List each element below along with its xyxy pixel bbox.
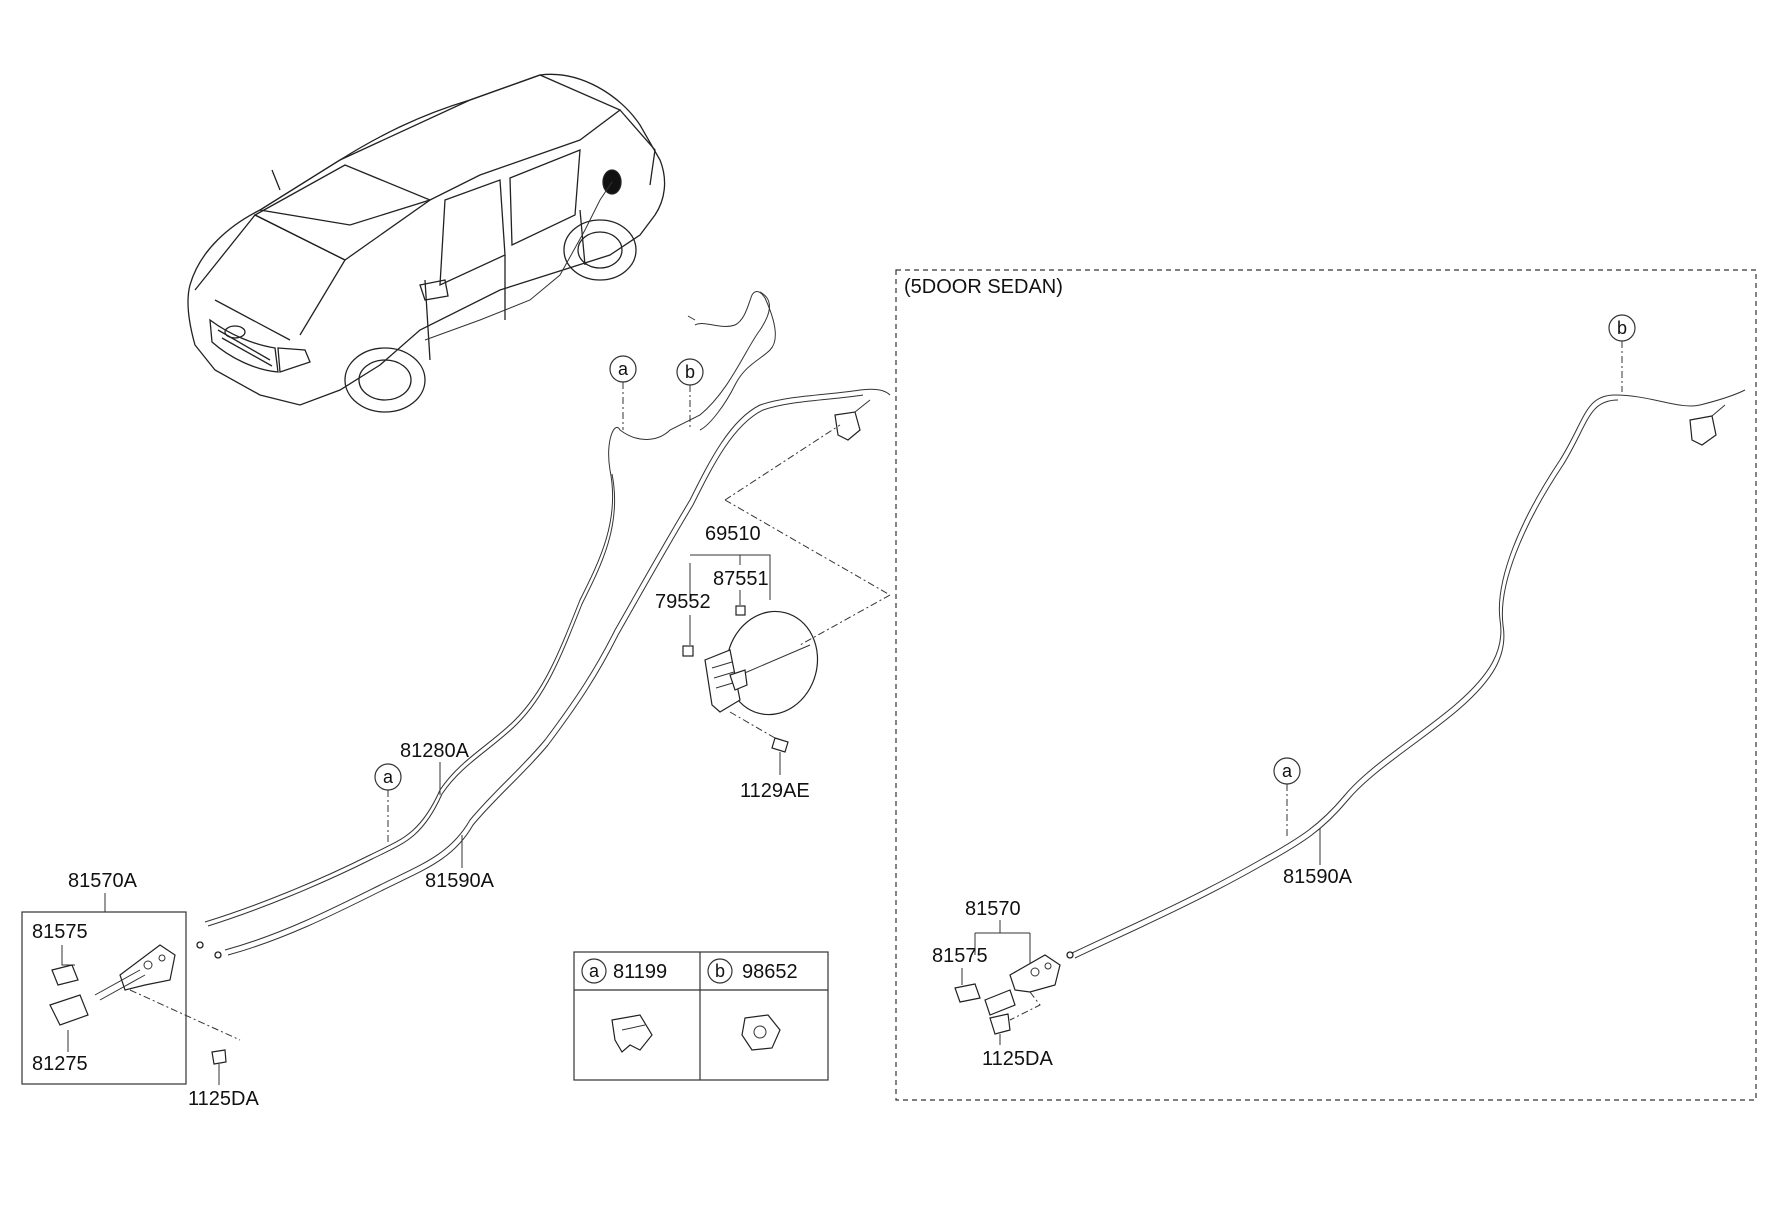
latch-box-left — [21, 911, 187, 1085]
label-1125DA-right: 1125DA — [982, 1048, 1053, 1070]
legend-a-part: 81199 — [613, 961, 667, 983]
legend-table: a 81199 b 98652 — [573, 951, 829, 1081]
svg-text:a: a — [1282, 761, 1293, 781]
label-81575-left: 81575 — [32, 921, 88, 943]
car-illustration — [187, 73, 666, 413]
lever-cap-81575-right — [954, 983, 981, 1003]
latch-assembly-left: 81570A 81575 81275 1125DA — [21, 870, 259, 1110]
fuel-door-housing — [704, 649, 741, 713]
clip-98652 — [741, 1014, 781, 1051]
clip-81199 — [611, 1014, 653, 1053]
lever-cap-81575 — [51, 964, 79, 986]
label-81590A-right: 81590A — [1283, 866, 1353, 888]
cable-81280A — [204, 291, 770, 927]
svg-text:a: a — [618, 359, 629, 379]
svg-text:b: b — [1617, 318, 1627, 338]
handle-81275 — [49, 994, 89, 1026]
label-79552: 79552 — [655, 591, 711, 613]
cable-81590A — [224, 388, 891, 956]
label-81280A: 81280A — [400, 740, 470, 762]
bolt-1125DA-left — [211, 1049, 227, 1065]
sedan-title: (5DOOR SEDAN) — [904, 276, 1063, 298]
latch-body-right — [1009, 954, 1061, 993]
legend-b-part: 98652 — [742, 961, 798, 983]
callout-b-top: b — [676, 358, 704, 430]
label-81570: 81570 — [965, 898, 1021, 920]
latch-body-left — [119, 944, 176, 991]
cable-top-short — [687, 291, 776, 431]
label-87551: 87551 — [713, 568, 769, 590]
label-81570A: 81570A — [68, 870, 138, 892]
fuel-door-assembly: 69510 87551 79552 1129AE — [655, 424, 891, 802]
label-81275: 81275 — [32, 1053, 88, 1075]
label-1125DA-left: 1125DA — [188, 1088, 259, 1110]
clip-79552 — [682, 645, 694, 657]
label-81590A-left: 81590A — [425, 870, 495, 892]
callout-a-top: a — [609, 355, 637, 430]
cable-end-fitting-right — [1689, 415, 1717, 446]
sedan-variant-box: (5DOOR SEDAN) b a 81590A 81570 81575 — [895, 269, 1757, 1101]
clip-87551 — [735, 605, 746, 616]
svg-text:a: a — [383, 767, 394, 787]
label-1129AE: 1129AE — [740, 780, 810, 802]
svg-text:a: a — [589, 961, 600, 981]
bolt-1125DA-right — [989, 1013, 1011, 1035]
cable-end-fittings — [196, 941, 222, 959]
callout-a-left: a — [374, 763, 402, 842]
svg-text:b: b — [685, 362, 695, 382]
label-81575-right: 81575 — [932, 945, 988, 967]
screw-1129AE — [771, 737, 789, 753]
handle-right — [984, 989, 1016, 1016]
svg-text:b: b — [715, 961, 725, 981]
label-69510: 69510 — [705, 523, 761, 545]
